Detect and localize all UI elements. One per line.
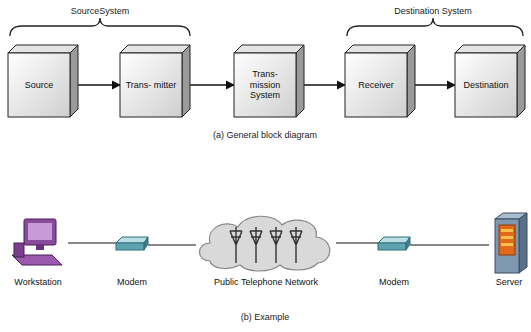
box-label: Source	[12, 80, 66, 90]
modem-node: Modem	[374, 213, 414, 273]
server-node: Server	[489, 213, 529, 273]
signal-arrow	[304, 84, 345, 85]
signal-arrow	[78, 84, 120, 85]
block-box: Trans- mission System	[234, 45, 304, 117]
block-box: Trans- mitter	[120, 45, 190, 117]
group-label: Destination System	[394, 6, 472, 16]
device-label: Public Telephone Network	[176, 277, 356, 287]
modem-node: Modem	[112, 213, 152, 273]
block-box: Destination	[455, 45, 525, 117]
modem-icon	[374, 213, 414, 273]
box-label: Trans- mission System	[238, 69, 292, 100]
signal-arrow	[190, 84, 234, 85]
device-label: Modem	[92, 277, 172, 287]
link-line	[68, 243, 116, 244]
server-icon	[489, 213, 529, 273]
box-label: Destination	[459, 80, 513, 90]
caption: (b) Example	[241, 312, 290, 322]
network-cloud	[196, 213, 336, 273]
modem-icon	[112, 213, 152, 273]
link-line	[410, 245, 489, 246]
box-label: Trans- mitter	[124, 80, 178, 90]
caption: (a) General block diagram	[213, 130, 317, 140]
destination-brace	[347, 18, 523, 36]
device-label: Server	[469, 277, 531, 287]
box-label: Receiver	[349, 80, 403, 90]
workstation-icon	[8, 213, 68, 273]
device-label: Workstation	[0, 277, 88, 287]
link-line	[148, 245, 196, 246]
cloud-node: Public Telephone Network	[196, 213, 336, 273]
ws-node: Workstation	[8, 213, 68, 273]
group-label: SourceSystem	[71, 6, 130, 16]
device-label: Modem	[354, 277, 434, 287]
signal-arrow	[415, 84, 455, 85]
block-box: Source	[8, 45, 78, 117]
link-line	[336, 243, 378, 244]
block-box: Receiver	[345, 45, 415, 117]
source-brace	[10, 18, 190, 36]
